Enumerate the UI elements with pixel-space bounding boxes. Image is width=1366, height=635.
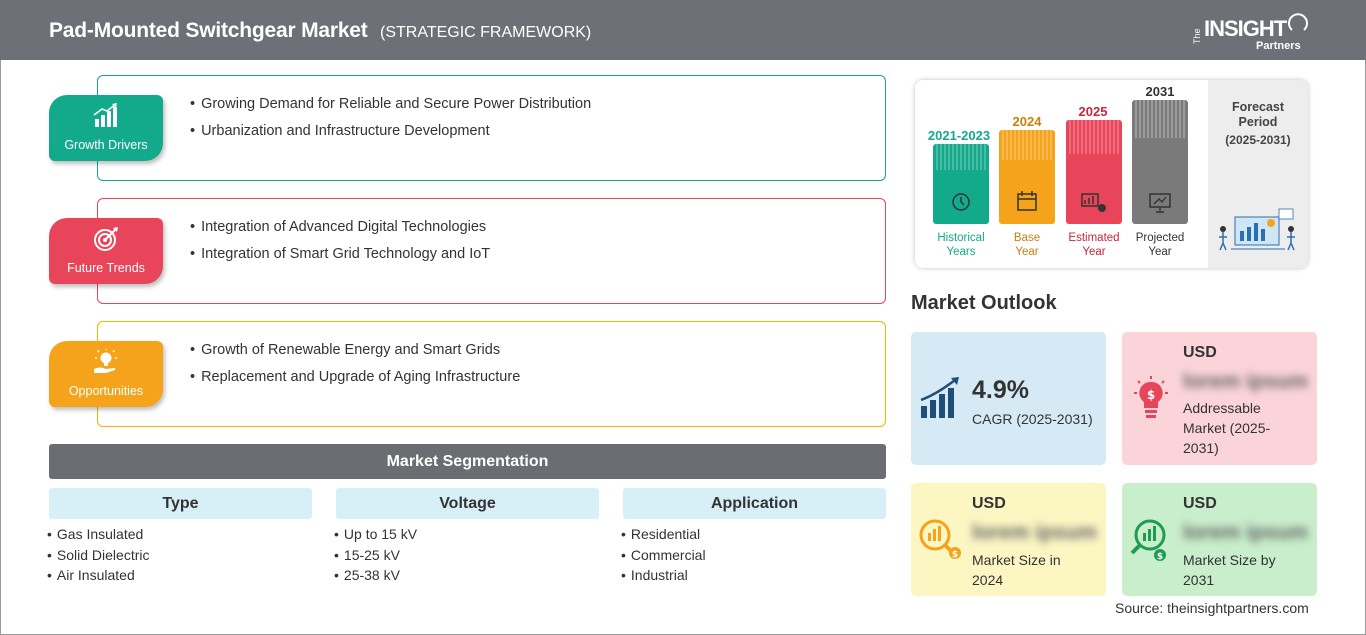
magnifier-dollar-icon: $ — [919, 519, 961, 560]
future-trends-box: Integration of Advanced Digital Technolo… — [97, 198, 886, 304]
list-item: Industrial — [621, 567, 706, 588]
addressable-usd: USD — [1183, 344, 1217, 361]
segment-list-voltage: Up to 15 kV 15-25 kV 25-38 kV — [334, 526, 417, 588]
timeline-year-historical: 2021-2023 — [927, 128, 991, 143]
growth-chart-icon — [920, 377, 959, 418]
market-outlook-title: Market Outlook — [911, 292, 1057, 314]
timeline-bar-historical — [933, 144, 989, 224]
list-item: Up to 15 kV — [334, 526, 417, 547]
market-segmentation-title: Market Segmentation — [49, 444, 886, 479]
source-credit[interactable]: Source: theinsightpartners.com — [1115, 600, 1309, 616]
list-item: 25-38 kV — [334, 567, 417, 588]
svg-text:$: $ — [1157, 552, 1163, 562]
growth-driver-item: Growing Demand for Reliable and Secure P… — [190, 96, 591, 112]
addressable-value-blurred: lorem ipsum — [1183, 370, 1308, 393]
future-trends-badge: Future Trends — [49, 218, 163, 284]
cagr-value: 4.9% — [972, 376, 1029, 404]
analytics-people-illustration-icon — [1219, 208, 1295, 251]
timeline-label-historical: Historical Years — [937, 232, 985, 258]
page-title: Pad-Mounted Switchgear Market — [49, 19, 368, 42]
timeline-year-estimated: 2025 — [1078, 104, 1108, 119]
forecast-title: Forecast Period — [1231, 100, 1285, 129]
presentation-board-icon — [1149, 193, 1171, 213]
list-item: Solid Dielectric — [47, 547, 150, 568]
future-trends-label: Future Trends — [67, 261, 145, 275]
future-trend-item: Integration of Advanced Digital Technolo… — [190, 219, 490, 235]
logo-arc-icon — [1288, 13, 1308, 31]
addressable-market-card: $ USD lorem ipsum Addressable Market (20… — [1122, 332, 1317, 465]
svg-text:$: $ — [952, 550, 958, 560]
forecast-period-panel: Forecast Period (2025-2031) — [1208, 80, 1308, 268]
bar-chart-growth-icon — [93, 103, 117, 127]
bar-stripes — [1135, 100, 1185, 213]
opportunity-item: Replacement and Upgrade of Aging Infrast… — [190, 369, 520, 385]
timeline-label-estimated: Estimated Year — [1068, 232, 1120, 258]
timeline-label-base: Base Year — [1013, 232, 1041, 258]
opportunities-badge: Opportunities — [49, 341, 163, 407]
cagr-label: CAGR (2025-2031) — [972, 411, 1093, 427]
opportunity-item: Growth of Renewable Energy and Smart Gri… — [190, 342, 520, 358]
forecast-period: (2025-2031) — [1225, 133, 1291, 147]
future-trend-item: Integration of Smart Grid Technology and… — [190, 246, 490, 262]
timeline-year-projected: 2031 — [1145, 84, 1175, 99]
growth-drivers-badge: Growth Drivers — [49, 95, 163, 161]
timeline-bar-estimated — [1066, 120, 1122, 224]
growth-driver-item: Urbanization and Infrastructure Developm… — [190, 123, 591, 139]
header-bar: Pad-Mounted Switchgear Market (STRATEGIC… — [0, 0, 1366, 60]
segment-list-application: Residential Commercial Industrial — [621, 526, 706, 588]
bar-stripes — [1002, 130, 1052, 211]
segment-header-application: Application — [623, 488, 886, 519]
timeline-year-base: 2024 — [1012, 114, 1042, 129]
growth-drivers-label: Growth Drivers — [64, 138, 148, 152]
target-icon — [94, 227, 118, 251]
calendar-icon — [1017, 191, 1037, 211]
timeline-bar-projected — [1132, 100, 1188, 224]
timeline-panel: 2021-2023 Historical Years 2024 Base Yea… — [915, 80, 1308, 268]
logo-partners: Partners — [1256, 40, 1301, 52]
size-2024-usd: USD — [972, 495, 1006, 512]
size-2024-value-blurred: lorem ipsum — [972, 521, 1097, 544]
bar-stripes — [936, 144, 986, 211]
insight-partners-logo[interactable]: The INSIGHT Partners — [1192, 10, 1312, 54]
list-item: 15-25 kV — [334, 547, 417, 568]
growth-drivers-box: Growing Demand for Reliable and Secure P… — [97, 75, 886, 181]
logo-insight: INSIGHT — [1204, 16, 1287, 41]
segment-header-type: Type — [49, 488, 312, 519]
opportunities-box: Growth of Renewable Energy and Smart Gri… — [97, 321, 886, 427]
market-size-2024-card: $ USD lorem ipsum Market Size in 2024 — [911, 483, 1106, 596]
opportunities-label: Opportunities — [68, 384, 144, 398]
cagr-card: 4.9% CAGR (2025-2031) — [911, 332, 1106, 465]
list-item: Commercial — [621, 547, 706, 568]
segment-list-type: Gas Insulated Solid Dielectric Air Insul… — [47, 526, 150, 588]
size-2031-usd: USD — [1183, 495, 1217, 512]
market-size-2031-card: $ USD lorem ipsum Market Size by 2031 — [1122, 483, 1317, 596]
size-2024-label: Market Size in 2024 — [972, 552, 1061, 588]
list-item: Gas Insulated — [47, 526, 150, 547]
history-clock-icon — [952, 193, 970, 211]
svg-text:$: $ — [1147, 388, 1155, 402]
lightbulb-hand-icon — [94, 349, 117, 373]
logo-the: The — [1192, 28, 1202, 44]
estimate-chart-icon — [1081, 193, 1106, 212]
timeline-bar-base — [999, 130, 1055, 224]
bar-stripes — [1069, 120, 1119, 212]
timeline-label-projected: Projected Year — [1135, 232, 1185, 258]
list-item: Air Insulated — [47, 567, 150, 588]
magnifier-dollar-icon: $ — [1130, 519, 1166, 562]
size-2031-label: Market Size by 2031 — [1183, 552, 1276, 588]
segment-header-voltage: Voltage — [336, 488, 599, 519]
list-item: Residential — [621, 526, 706, 547]
lightbulb-dollar-icon: $ — [1134, 376, 1168, 418]
size-2031-value-blurred: lorem ipsum — [1183, 521, 1308, 544]
page-subtitle: (STRATEGIC FRAMEWORK) — [380, 24, 592, 41]
addressable-label: Addressable Market (2025- 2031) — [1183, 400, 1271, 456]
